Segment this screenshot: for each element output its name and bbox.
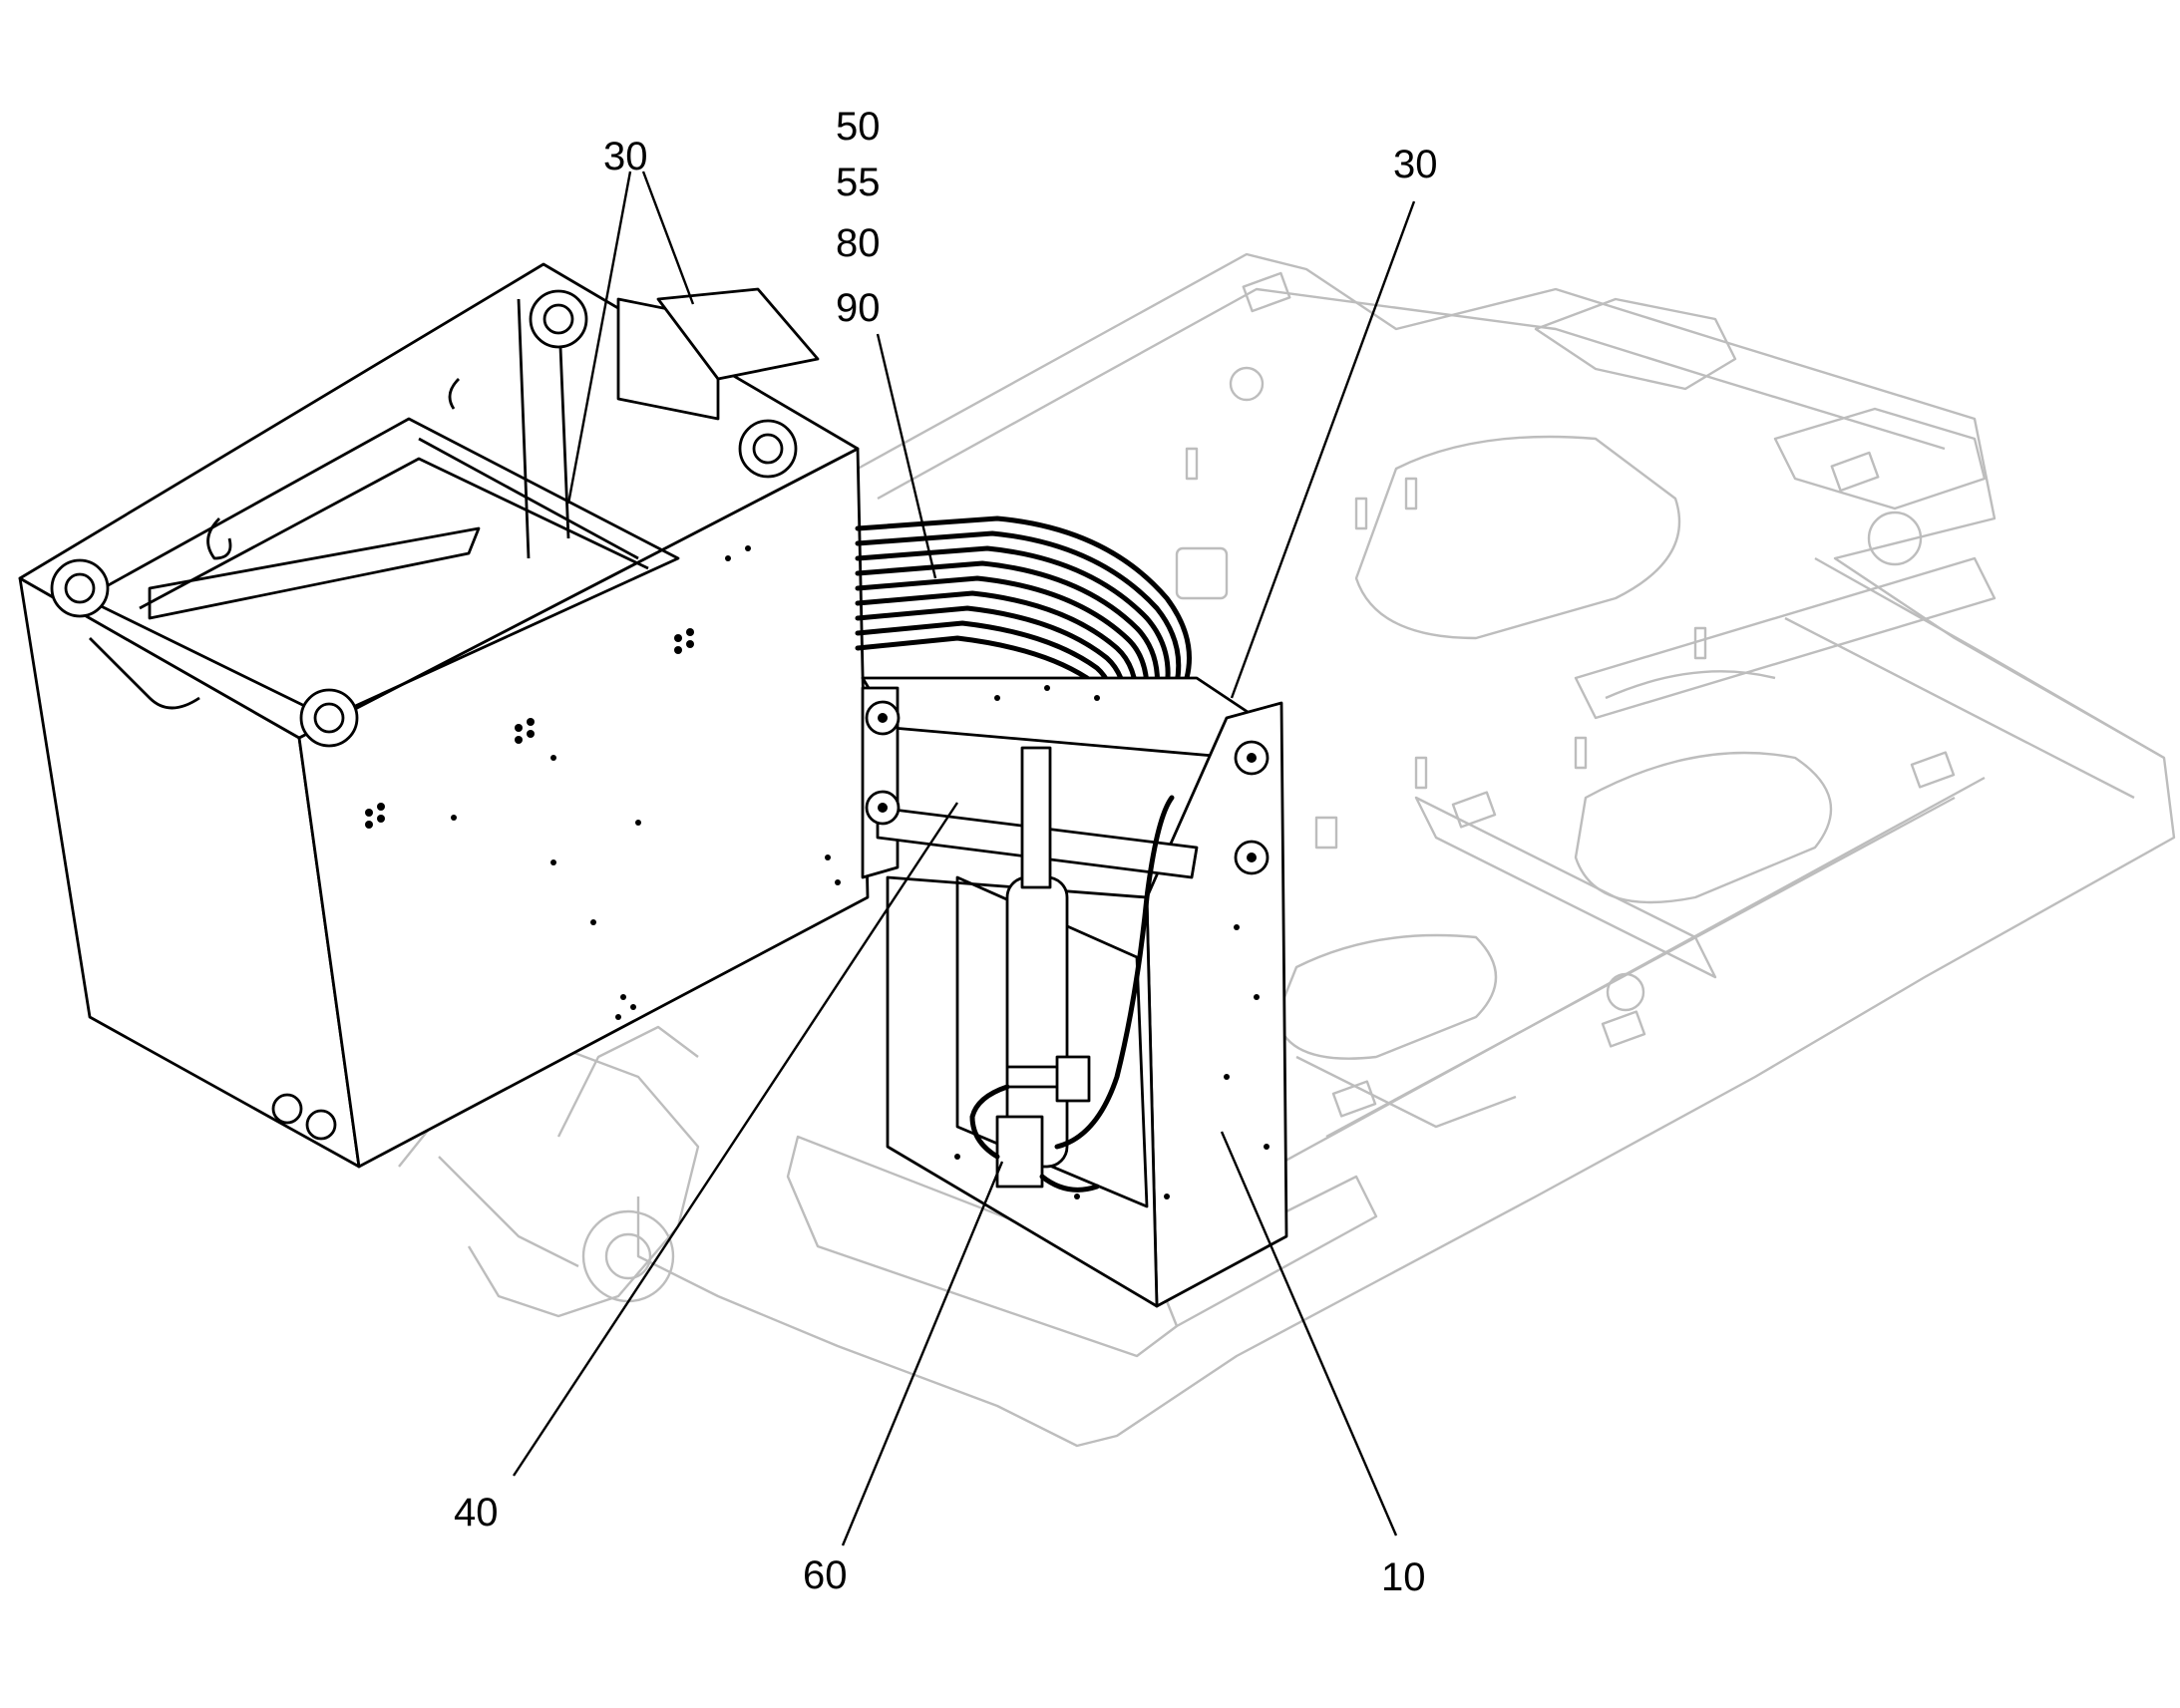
callout-50: 50 <box>836 105 881 149</box>
callout-labels: 30 50 55 80 90 30 40 60 10 <box>454 105 1438 1599</box>
callout-30-left: 30 <box>603 135 648 178</box>
machine-frame-outline <box>398 252 2176 1448</box>
callout-80: 80 <box>836 221 881 265</box>
callout-55: 55 <box>836 161 881 204</box>
callout-30-right: 30 <box>1393 143 1438 186</box>
callout-10: 10 <box>1381 1555 1426 1599</box>
storage-box-assembly <box>18 262 870 1169</box>
lift-frame <box>861 676 1288 1308</box>
callout-40: 40 <box>454 1491 499 1535</box>
leader-lines <box>512 171 1416 1546</box>
callout-90: 90 <box>836 286 881 330</box>
callout-60: 60 <box>803 1553 848 1597</box>
lift-cylinder <box>969 746 1175 1193</box>
